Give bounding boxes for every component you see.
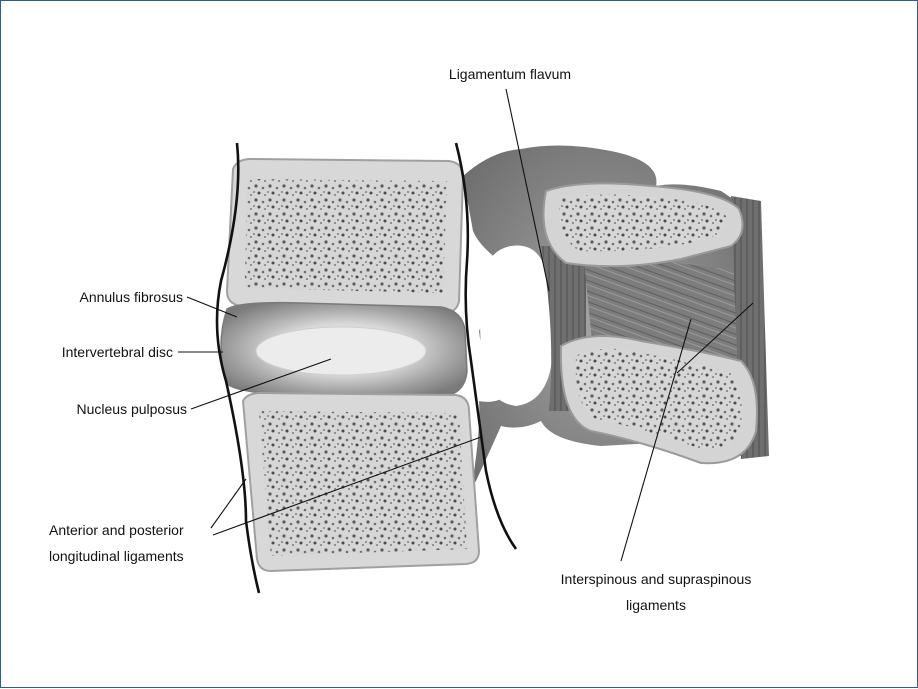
leader-anterior-ligament — [211, 479, 246, 528]
label-interspinous-line1: Interspinous and supraspinous — [561, 571, 752, 587]
label-longitudinal-line2: longitudinal ligaments — [49, 548, 184, 564]
label-ligamentum-flavum: Ligamentum flavum — [449, 66, 571, 82]
label-interspinous-line2: ligaments — [626, 597, 686, 613]
label-nucleus-pulposus: Nucleus pulposus — [76, 401, 187, 417]
label-longitudinal-line1: Anterior and posterior — [49, 522, 184, 538]
label-intervertebral-disc: Intervertebral disc — [62, 344, 173, 360]
label-annulus-fibrosus: Annulus fibrosus — [79, 289, 183, 305]
spinal-canal — [479, 246, 553, 406]
nucleus-pulposus — [256, 327, 426, 375]
